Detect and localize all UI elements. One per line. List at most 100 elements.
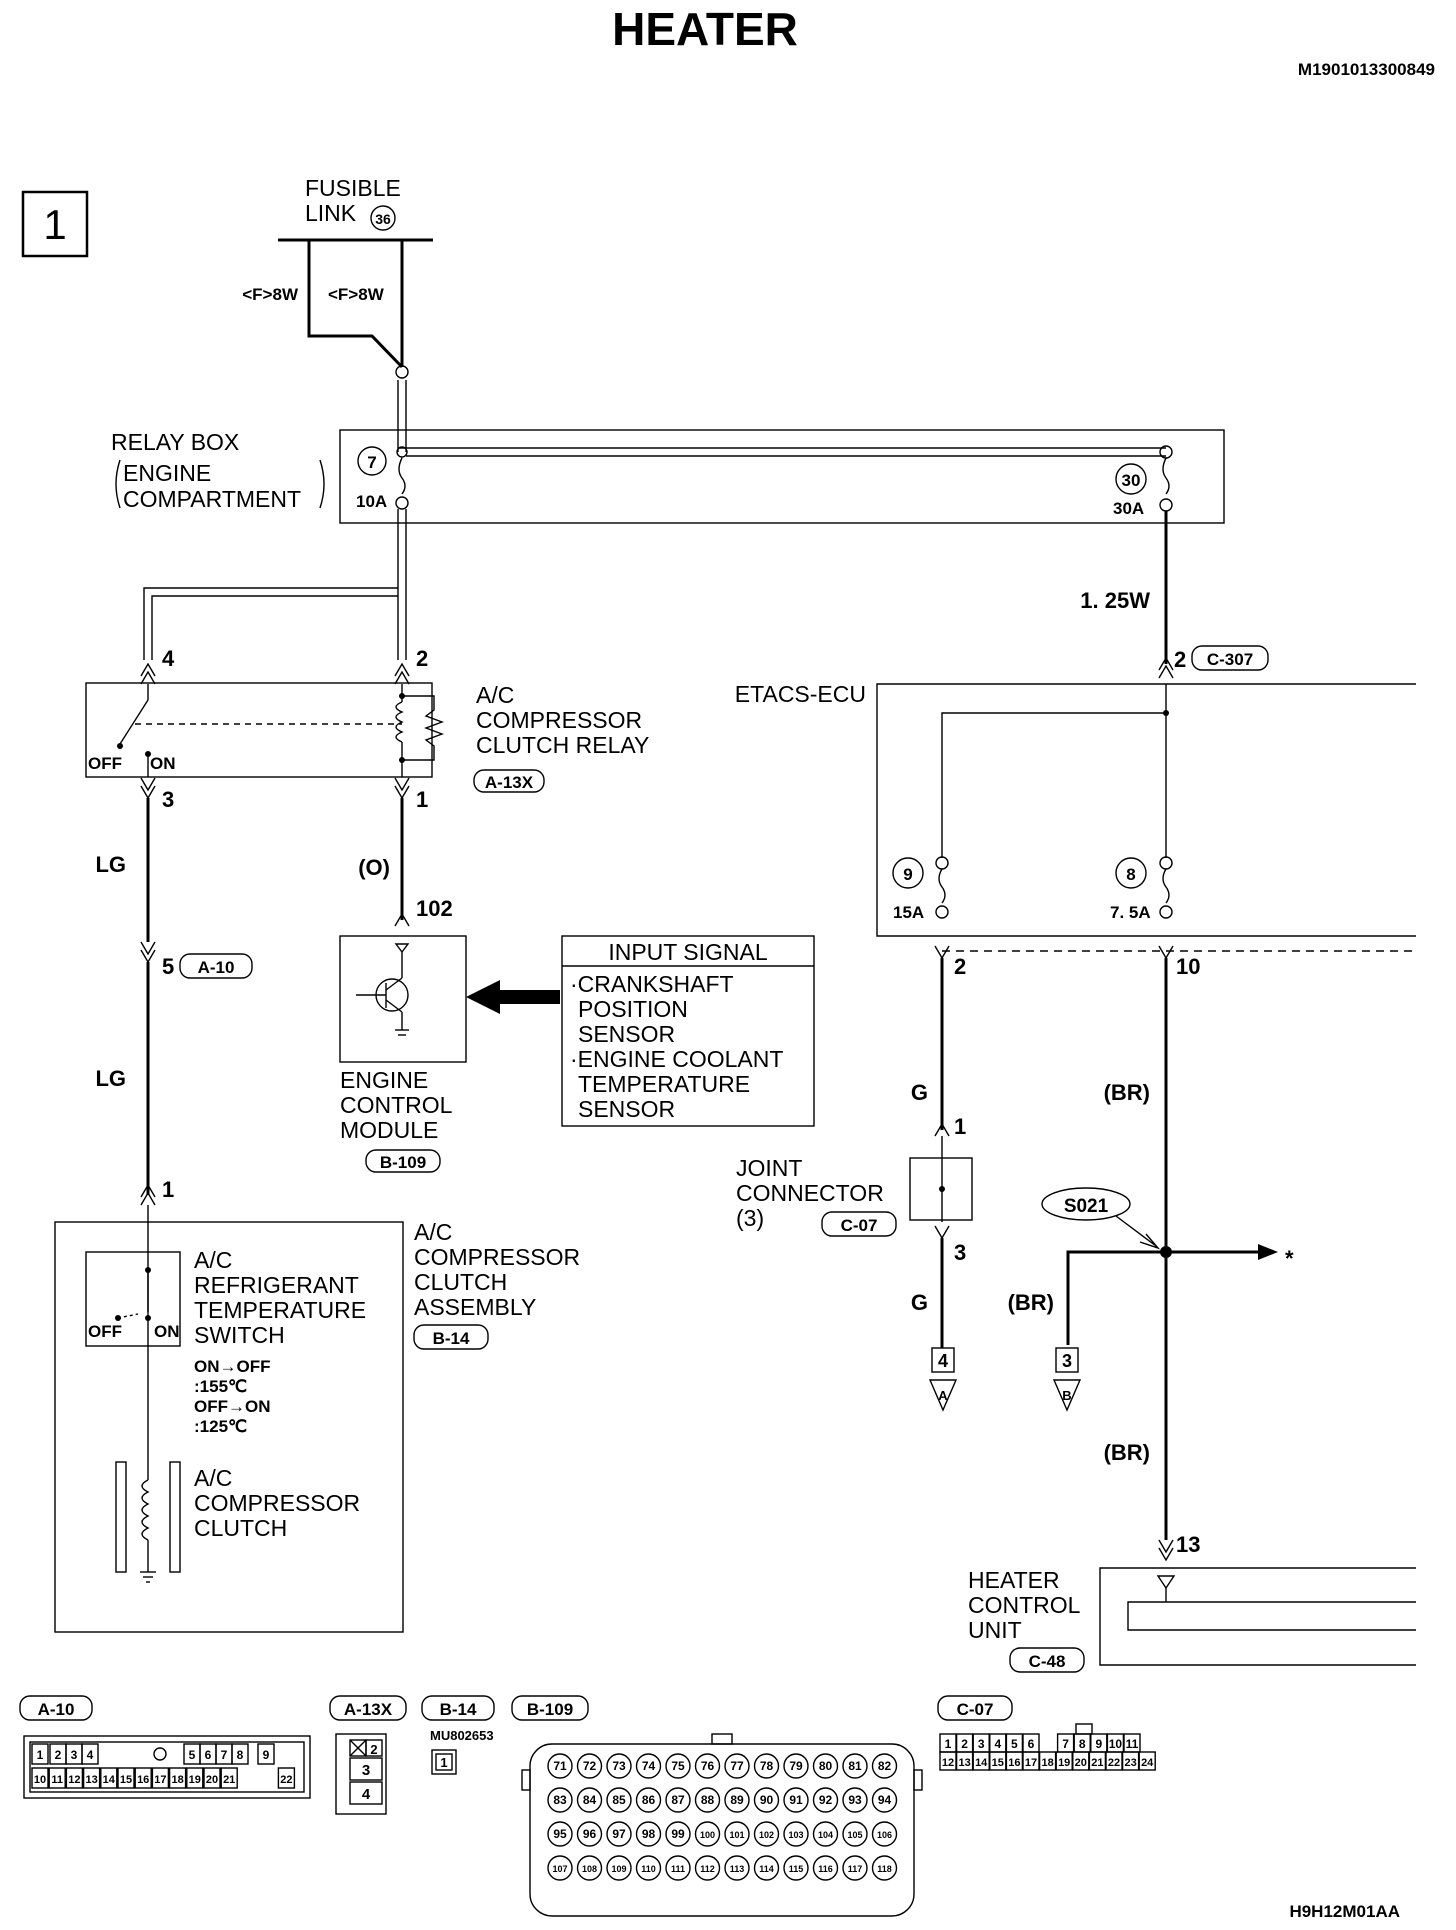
connector-pin-label: 107 [552,1864,567,1874]
connector-pin [842,1787,868,1813]
svg-text:(O): (O) [358,855,390,880]
connector-pin [220,1767,238,1789]
connector-pin [547,1753,573,1779]
svg-text:3: 3 [1062,1351,1072,1371]
svg-text:COMPRESSOR: COMPRESSOR [476,707,642,733]
connector-pin-label: 102 [759,1830,774,1840]
svg-text:CLUTCH RELAY: CLUTCH RELAY [476,732,649,758]
svg-text:<F>8W: <F>8W [242,285,299,304]
connector-pin-label: 71 [553,1759,567,1773]
svg-text:2: 2 [416,646,428,671]
svg-text:(BR): (BR) [1008,1290,1054,1315]
connector-pin-label: 85 [612,1793,626,1807]
connector-pin [665,1855,691,1881]
lg-wire: LG 5 A-10 LG 1 [95,798,253,1206]
connector-pin-label: 87 [671,1793,685,1807]
connector-pin [576,1821,603,1847]
connector-pin [783,1787,809,1813]
connector-pin-label: 13 [958,1757,970,1769]
svg-text:4: 4 [938,1351,948,1371]
connector-pin-label: 1 [945,1737,952,1751]
connector-pin [576,1787,603,1813]
connector-pin-label: 117 [848,1864,863,1874]
connector-pin-label: 93 [848,1793,862,1807]
connector-pin-label: 11 [1126,1737,1139,1751]
connector-pin [82,1767,101,1789]
connector-a13x-view: A-13X 2 3 4 [329,1695,407,1815]
connector-pin-label: 90 [760,1793,774,1807]
page-ref-a: 4 A [928,1347,958,1412]
connector-pin-label: 2 [961,1737,968,1751]
connector-pin [871,1821,898,1847]
connector-pin-label: 16 [1008,1757,1020,1769]
svg-text:102: 102 [416,896,453,921]
connector-pin [100,1767,118,1789]
svg-text:13: 13 [1176,1532,1200,1557]
connector-pin-label: 20 [206,1774,218,1786]
connector-pin [812,1753,839,1779]
connector-pin [1138,1751,1156,1771]
svg-text:30A: 30A [1113,499,1144,518]
connector-pin [547,1821,573,1847]
relay-box: RELAY BOX ENGINE COMPARTMENT 7 10A 30 30… [111,380,1225,524]
svg-text:7: 7 [367,453,376,472]
connector-pin-label: 15 [992,1757,1004,1769]
connector-pin-label: 8 [1079,1737,1086,1751]
connector-pin-label: 17 [1025,1757,1037,1769]
connector-pin-label: 97 [612,1827,626,1841]
svg-text:8: 8 [1126,865,1135,884]
connector-pin-label: 91 [789,1793,803,1807]
ac-compressor-clutch-relay: OFF ON A/C COMPRESSOR CLUTCH RELAY A-13X… [85,682,649,812]
connector-pin-label: 78 [760,1759,774,1773]
connector-pin-label: 108 [582,1864,597,1874]
connector-pin-label: 6 [1028,1737,1035,1751]
svg-text:ENGINE: ENGINE [123,460,211,486]
connector-pin-label: 14 [975,1757,988,1769]
input-signal-box: INPUT SIGNAL ·CRANKSHAFT POSITION SENSOR… [561,935,815,1127]
connector-pin [231,1743,249,1765]
svg-text:5: 5 [162,954,174,979]
connector-pin-label: 20 [1075,1757,1087,1769]
connector-pin [694,1855,721,1881]
svg-text:B-14: B-14 [440,1700,477,1719]
connector-pin-label: 4 [994,1737,1001,1751]
connector-pin [753,1787,780,1813]
svg-text:CONTROL: CONTROL [340,1092,453,1118]
connector-pin [665,1753,691,1779]
svg-text:SWITCH: SWITCH [194,1322,285,1348]
svg-text:1: 1 [954,1114,966,1139]
connector-pin [724,1753,750,1779]
connector-pin-label: 113 [730,1864,745,1874]
svg-text:A-10: A-10 [38,1700,75,1719]
svg-text:A/C: A/C [414,1219,452,1245]
connector-pin-label: 82 [878,1759,892,1773]
svg-text:LINK: LINK [305,200,357,226]
connector-pin [694,1821,721,1847]
svg-text:CONTROL: CONTROL [968,1592,1081,1618]
svg-text::155℃: :155℃ [194,1377,247,1396]
connector-pin [277,1767,296,1789]
svg-text:RELAY BOX: RELAY BOX [111,429,239,455]
svg-text:A/C: A/C [194,1465,232,1491]
svg-text:C-307: C-307 [1207,650,1253,669]
connector-pin-label: 7 [1062,1737,1069,1751]
svg-text:ASSEMBLY: ASSEMBLY [414,1294,536,1320]
svg-text:(BR): (BR) [1104,1080,1150,1105]
svg-text:CLUTCH: CLUTCH [414,1269,507,1295]
svg-text:REFRIGERANT: REFRIGERANT [194,1272,359,1298]
connector-pin-label: 84 [583,1793,597,1807]
svg-text:SENSOR: SENSOR [578,1021,675,1047]
connector-pin [665,1821,691,1847]
connector-pin [81,1743,99,1765]
svg-text:2: 2 [370,1742,377,1757]
svg-text:1: 1 [416,787,428,812]
svg-text:36: 36 [375,211,391,227]
svg-text::125℃: :125℃ [194,1417,247,1436]
connector-pin-label: 88 [701,1793,715,1807]
page-ref-b: 3 B [1052,1347,1082,1412]
svg-text:<F>8W: <F>8W [328,285,385,304]
connector-pin [606,1787,632,1813]
connector-pin [606,1753,632,1779]
br-wire: (BR) * (BR) (BR) S021 13 [1008,958,1294,1562]
